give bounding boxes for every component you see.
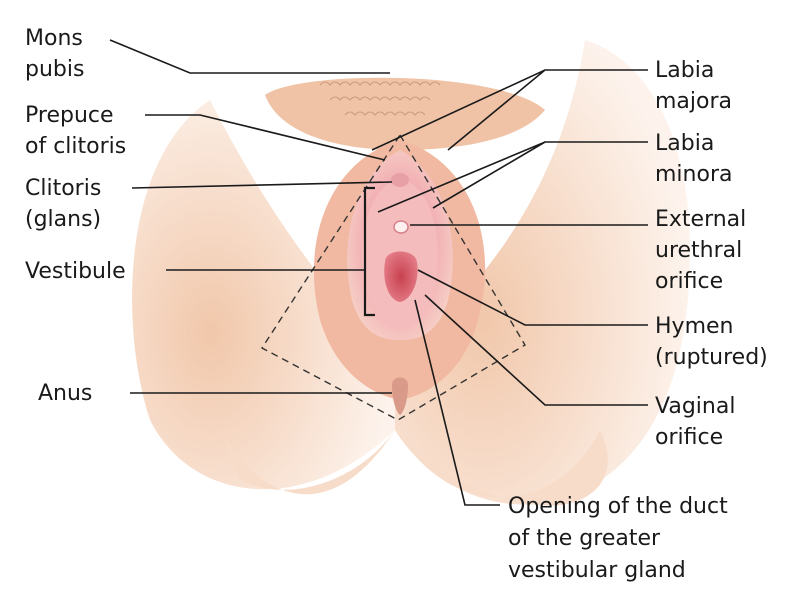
vestibule-bracket	[363, 186, 375, 317]
leader-hymen	[417, 269, 648, 326]
label-vaginal-orifice: Vaginal orifice	[655, 394, 742, 450]
label-hymen-ruptured: Hymen (ruptured)	[655, 314, 768, 370]
labels: Mons pubis Prepuce of clitoris Clitoris …	[25, 26, 768, 583]
label-vestibule: Vestibule	[25, 259, 126, 284]
label-mons-pubis: Mons pubis	[25, 26, 90, 82]
perineal-region-outline	[260, 133, 526, 421]
clitoris-glans-shape	[391, 173, 409, 187]
leader-vaginal-orifice	[424, 294, 648, 406]
urethral-orifice-shape	[393, 220, 409, 234]
mons-pubis-shape	[265, 77, 545, 150]
label-prepuce-of-clitoris: Prepuce of clitoris	[25, 103, 126, 159]
leader-duct-opening	[414, 299, 500, 506]
vaginal-orifice-shape	[384, 251, 418, 302]
leader-lines	[109, 39, 648, 506]
buttocks-lower	[220, 430, 608, 506]
label-external-urethral-orifice: External urethral orifice	[655, 207, 753, 294]
label-anus: Anus	[38, 381, 92, 406]
label-labia-majora: Labia majora	[655, 58, 732, 114]
leader-prepuce	[145, 114, 386, 161]
leader-clitoris	[131, 181, 393, 189]
label-duct-of-greater-vestibular-gland: Opening of the duct of the greater vesti…	[508, 494, 735, 583]
thigh-right	[395, 40, 690, 505]
anus-shape	[392, 377, 408, 415]
leader-labia-minora	[377, 141, 648, 213]
body-illustration	[132, 40, 690, 506]
leader-mons-pubis	[109, 39, 390, 74]
label-clitoris-glans: Clitoris (glans)	[25, 176, 108, 232]
thigh-left	[132, 100, 395, 490]
label-labia-minora: Labia minora	[655, 131, 732, 187]
leader-labia-majora	[371, 69, 648, 151]
hair-texture	[319, 81, 441, 116]
